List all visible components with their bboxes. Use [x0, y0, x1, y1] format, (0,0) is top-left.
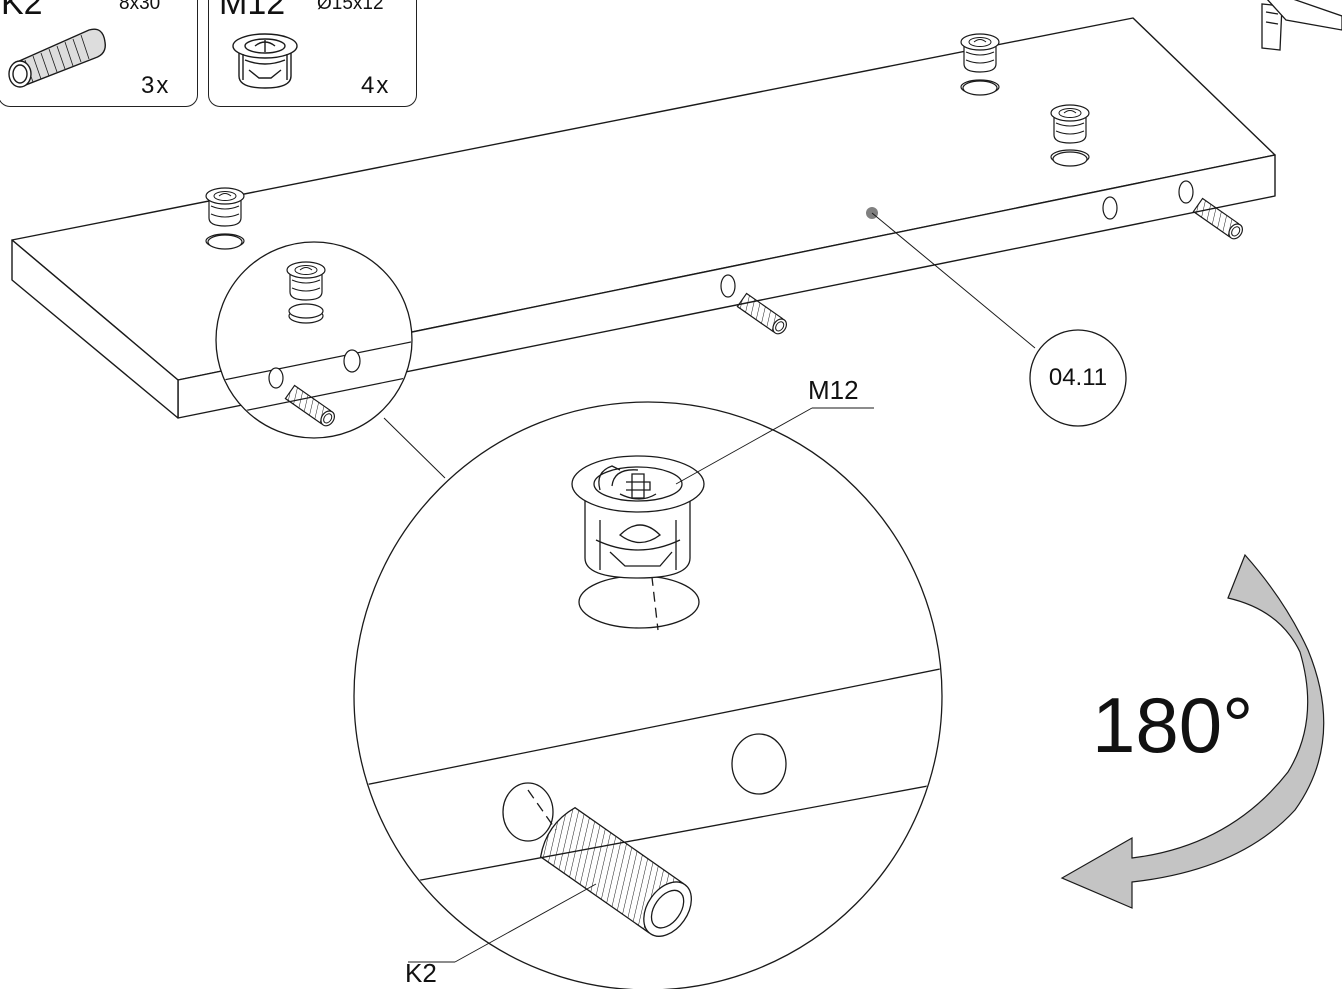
cam-lock-part: [960, 33, 1000, 96]
cam-lock-callout-label: M12: [808, 375, 859, 405]
part-dimensions: Ø15x12: [317, 0, 384, 14]
part-card-m12: M12 Ø15x12 4x: [208, 0, 417, 107]
part-quantity: 4x: [361, 72, 391, 99]
detail-circle-large: [353, 401, 943, 989]
part-code: K2: [1, 0, 43, 22]
part-card-k2: K2 8x30 3x: [0, 0, 198, 107]
step-reference-label: 04.11: [1048, 364, 1108, 391]
hammer-icon: [1261, 0, 1342, 51]
dowel-part: [736, 292, 790, 337]
dowel-icon: [8, 28, 106, 88]
part-dimensions: 8x30: [119, 0, 161, 14]
cam-lock-icon: [232, 33, 298, 89]
rotation-label: 180°: [1092, 681, 1254, 769]
part-quantity: 3x: [141, 72, 171, 99]
detail-circle-small: [215, 241, 413, 439]
board-end-face: [11, 239, 179, 419]
part-code: M12: [219, 0, 286, 22]
dowel-part: [1192, 197, 1246, 242]
cam-lock-part: [205, 187, 245, 250]
marker-dot: [866, 207, 878, 219]
dowel-callout-label: K2: [405, 958, 437, 988]
cam-lock-part: [1050, 104, 1090, 167]
board-top-face: [11, 17, 1276, 381]
